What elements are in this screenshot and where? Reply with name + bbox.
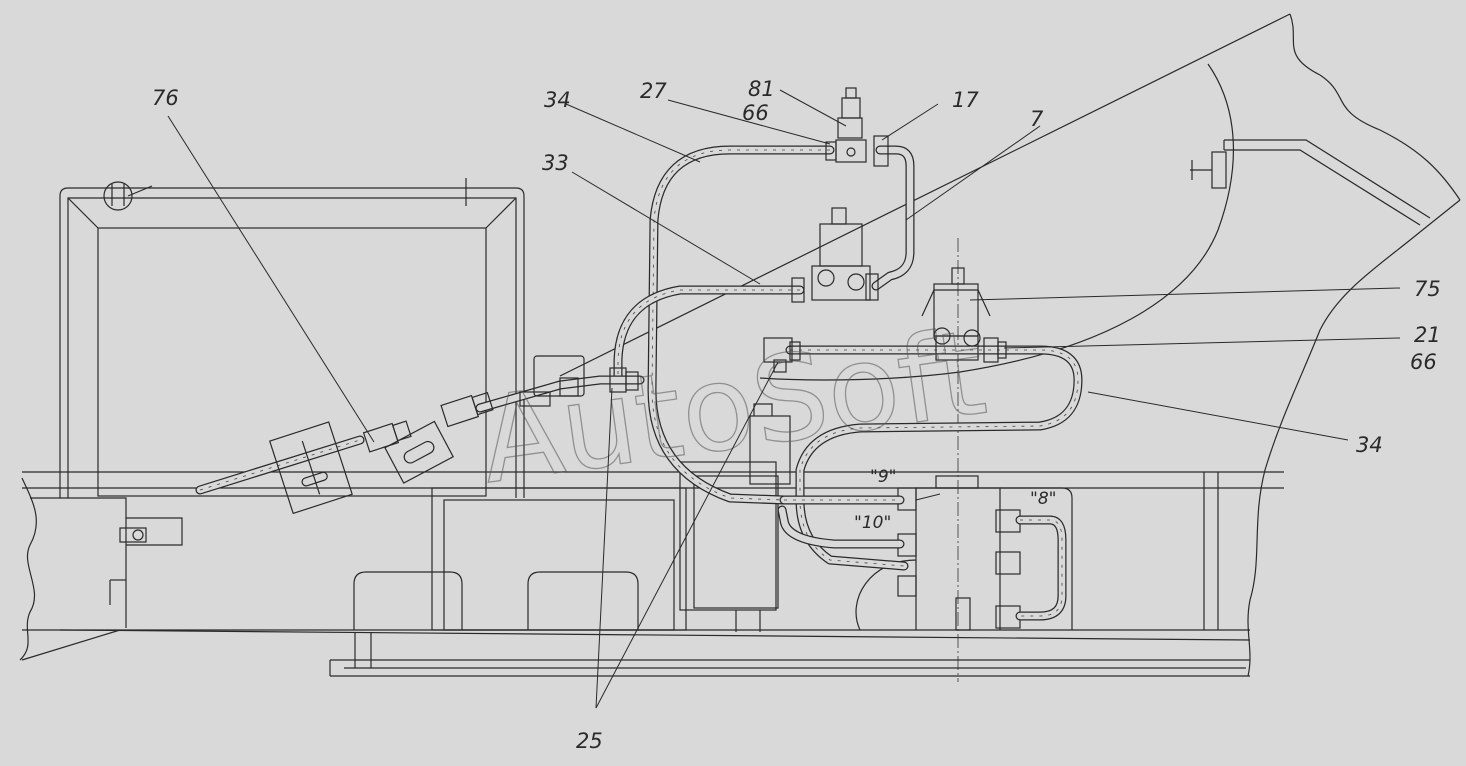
callout-66-top: 66 [742, 101, 769, 125]
left-cabinet [59, 178, 525, 498]
callout-66-right: 66 [1410, 350, 1437, 374]
port-labels: "9" "10" "8" [854, 467, 1056, 533]
callout-25: 25 [576, 729, 603, 753]
port-label-10: "10" [854, 513, 891, 533]
callout-17: 17 [952, 88, 979, 112]
lower-left-bracket [30, 497, 183, 628]
watermark: AutoSoft [472, 303, 993, 510]
fittings [268, 87, 1007, 515]
frame-rails [22, 471, 1284, 677]
pipes [195, 145, 1083, 621]
callout-27: 27 [640, 79, 667, 103]
left-break-line [19, 477, 37, 661]
leader-lines [167, 89, 1401, 709]
callout-labels: 76 34 27 66 81 17 33 7 75 21 66 34 25 [152, 77, 1441, 753]
right-lower-valve-body [855, 238, 1073, 682]
callout-34-top: 34 [544, 88, 571, 112]
callout-7: 7 [1030, 107, 1044, 131]
callout-21: 21 [1414, 323, 1441, 347]
callout-81: 81 [748, 77, 775, 101]
callout-76: 76 [152, 86, 179, 110]
central-lower-structures [353, 403, 791, 632]
port-label-9: "9" [870, 467, 896, 487]
callout-34-right: 34 [1356, 433, 1383, 457]
cab-outline [559, 13, 1461, 677]
port-label-8: "8" [1030, 489, 1056, 509]
callout-75: 75 [1414, 277, 1441, 301]
callout-33: 33 [542, 151, 569, 175]
